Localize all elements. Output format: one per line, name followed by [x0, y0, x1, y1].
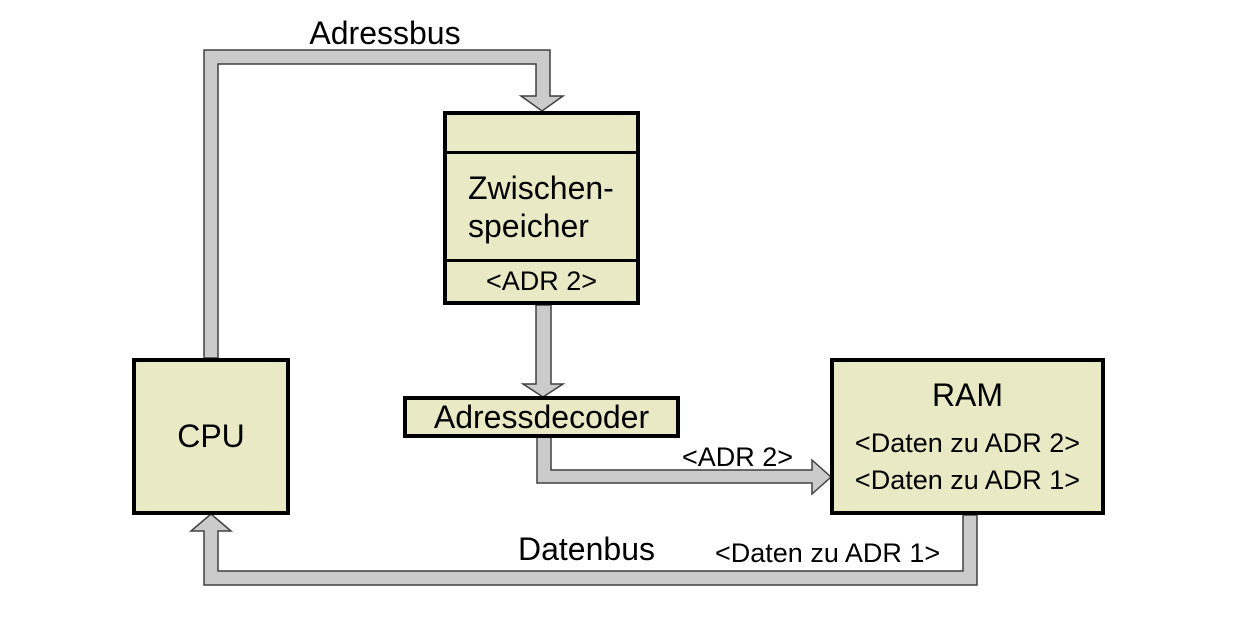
- adr2-bus-label: <ADR 2>: [682, 442, 794, 472]
- adressbus-label: Adressbus: [309, 15, 461, 51]
- zwischenspeicher-box: Zwischen- speicher <ADR 2>: [443, 111, 640, 305]
- cpu-box: CPU: [132, 358, 290, 515]
- datenbus-label: Datenbus: [518, 531, 655, 567]
- zwischenspeicher-label-line2: speicher: [468, 207, 589, 244]
- adressdecoder-box: Adressdecoder: [403, 396, 680, 438]
- ram-label: RAM: [931, 377, 1004, 413]
- ram-data-row: <Daten zu ADR 2>: [854, 428, 1081, 458]
- zwischenspeicher-label: Zwischen- speicher: [447, 154, 636, 262]
- zwischenspeicher-label-line1: Zwischen-: [468, 169, 614, 206]
- ram-box: RAM <Daten zu ADR 2> <Daten zu ADR 1>: [830, 358, 1105, 515]
- decoder-to-ram-arrow: [536, 436, 833, 496]
- ram-data-row: <Daten zu ADR 1>: [854, 465, 1081, 495]
- datenbus-arrow: [188, 513, 978, 586]
- adressdecoder-label: Adressdecoder: [433, 398, 650, 435]
- zwischenspeicher-register-value: <ADR 2>: [485, 266, 598, 296]
- datenbus-payload-label: <Daten zu ADR 1>: [715, 538, 941, 568]
- buffer-to-decoder-arrow: [520, 304, 566, 398]
- zwischenspeicher-empty-slot: [447, 115, 636, 154]
- adressbus-arrow: [203, 49, 566, 359]
- cpu-label: CPU: [177, 418, 245, 454]
